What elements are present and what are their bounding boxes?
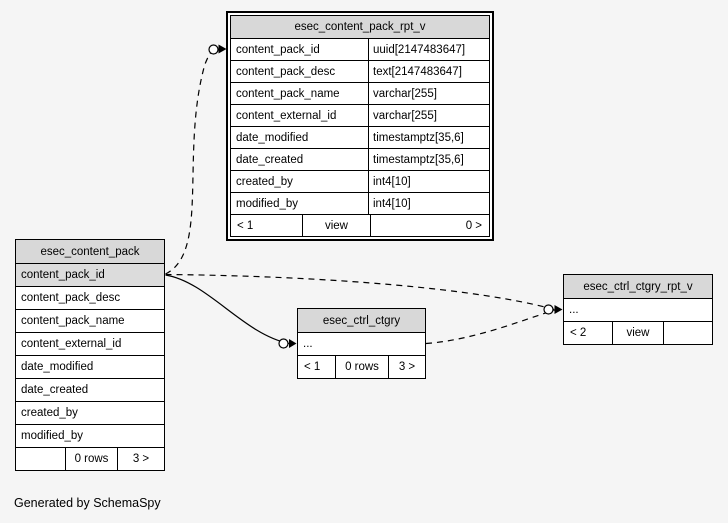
table-row-primary-key: content_pack_id	[16, 263, 164, 286]
view-badge: view	[302, 215, 370, 236]
table-esec-content-pack-rpt-v: esec_content_pack_rpt_v content_pack_id …	[226, 11, 494, 241]
arrowhead-glyph	[289, 339, 297, 348]
table-row: content_external_id varchar[255]	[231, 104, 489, 126]
relationship-line-ctgry-to-ctgry-rpt	[425, 309, 555, 345]
table-row: content_pack_name varchar[255]	[231, 82, 489, 104]
pager-next	[663, 322, 712, 344]
view-badge: view	[612, 322, 663, 344]
column-name: content_pack_id	[231, 39, 369, 60]
column-name: content_pack_name	[231, 83, 369, 104]
table-header-esec-ctrl-ctgry[interactable]: esec_ctrl_ctgry	[298, 309, 425, 332]
table-row: date_modified timestamptz[35,6]	[231, 126, 489, 148]
arrowhead-glyph	[218, 44, 227, 54]
column-name: modified_by	[231, 193, 369, 214]
table-title: esec_content_pack	[40, 245, 140, 258]
column-type: int4[10]	[373, 197, 411, 210]
column-name: content_pack_desc	[21, 292, 121, 304]
column-name: date_modified	[231, 127, 369, 148]
column-name: content_pack_name	[21, 315, 125, 327]
zero-circle-glyph	[278, 338, 289, 349]
table-footer: 0 rows 3 >	[16, 447, 164, 470]
table-footer: < 1 0 rows 3 >	[298, 355, 425, 378]
table-row: date_created	[16, 378, 164, 401]
table-esec-ctrl-ctgry-rpt-v: esec_ctrl_ctgry_rpt_v ... < 2 view	[563, 274, 713, 345]
pager-prev: < 1	[304, 361, 321, 373]
column-name: content_pack_id	[21, 269, 105, 281]
column-name: date_created	[231, 149, 369, 170]
column-type: varchar[255]	[373, 87, 437, 100]
table-title: esec_ctrl_ctgry_rpt_v	[583, 280, 693, 293]
table-row: content_pack_desc text[2147483647]	[231, 60, 489, 82]
column-type: timestamptz[35,6]	[373, 131, 464, 144]
table-row: content_external_id	[16, 332, 164, 355]
column-name: created_by	[21, 407, 78, 419]
column-name: date_modified	[21, 361, 94, 373]
table-row-collapsed: ...	[564, 298, 712, 321]
table-esec-content-pack: esec_content_pack content_pack_id conten…	[15, 239, 165, 471]
table-row: content_pack_desc	[16, 286, 164, 309]
column-type: uuid[2147483647]	[373, 43, 466, 56]
pager-prev: < 2	[570, 327, 587, 339]
pager-next: 3 >	[117, 448, 164, 470]
table-esec-ctrl-ctgry: esec_ctrl_ctgry ... < 1 0 rows 3 >	[297, 308, 426, 379]
zero-circle-glyph	[208, 44, 219, 55]
column-name: created_by	[231, 171, 369, 192]
table-row: created_by	[16, 401, 164, 424]
table-row: modified_by	[16, 424, 164, 447]
column-name: date_created	[21, 384, 89, 396]
relationship-line-pack-to-rpt	[165, 48, 219, 275]
column-type: varchar[255]	[373, 109, 437, 122]
table-header-esec-ctrl-ctgry-rpt-v[interactable]: esec_ctrl_ctgry_rpt_v	[564, 275, 712, 298]
relationship-line-pack-to-ctgry	[165, 274, 290, 345]
table-header-esec-content-pack-rpt-v[interactable]: esec_content_pack_rpt_v	[231, 16, 489, 38]
column-type: timestamptz[35,6]	[373, 153, 464, 166]
arrowhead-glyph	[554, 305, 563, 314]
table-row: created_by int4[10]	[231, 170, 489, 192]
pager-prev	[16, 448, 65, 470]
row-count: 0 rows	[335, 356, 388, 378]
column-name: modified_by	[21, 430, 84, 442]
table-row: content_pack_id uuid[2147483647]	[231, 38, 489, 60]
pager-next: 3 >	[388, 356, 425, 378]
table-header-esec-content-pack[interactable]: esec_content_pack	[16, 240, 164, 263]
table-row-collapsed: ...	[298, 332, 425, 355]
zero-circle-glyph	[543, 304, 554, 315]
column-name: content_external_id	[231, 105, 369, 126]
table-row: modified_by int4[10]	[231, 192, 489, 214]
column-name: content_external_id	[21, 338, 122, 350]
row-count: 0 rows	[65, 448, 117, 470]
table-title: esec_content_pack_rpt_v	[294, 21, 426, 33]
table-footer: < 2 view	[564, 321, 712, 344]
pager-prev: < 1	[237, 219, 254, 232]
pager-next: 0 >	[370, 215, 489, 236]
column-type: text[2147483647]	[373, 65, 462, 78]
table-title: esec_ctrl_ctgry	[322, 314, 401, 327]
column-type: int4[10]	[373, 175, 411, 188]
relationship-line-pack-to-ctgry-rpt	[165, 273, 555, 311]
table-row: date_modified	[16, 355, 164, 378]
ellipsis-label: ...	[569, 304, 579, 316]
ellipsis-label: ...	[303, 338, 313, 350]
table-footer: < 1 view 0 >	[231, 214, 489, 236]
table-row: date_created timestamptz[35,6]	[231, 148, 489, 170]
table-row: content_pack_name	[16, 309, 164, 332]
generated-by-caption: Generated by SchemaSpy	[14, 496, 161, 510]
column-name: content_pack_desc	[231, 61, 369, 82]
